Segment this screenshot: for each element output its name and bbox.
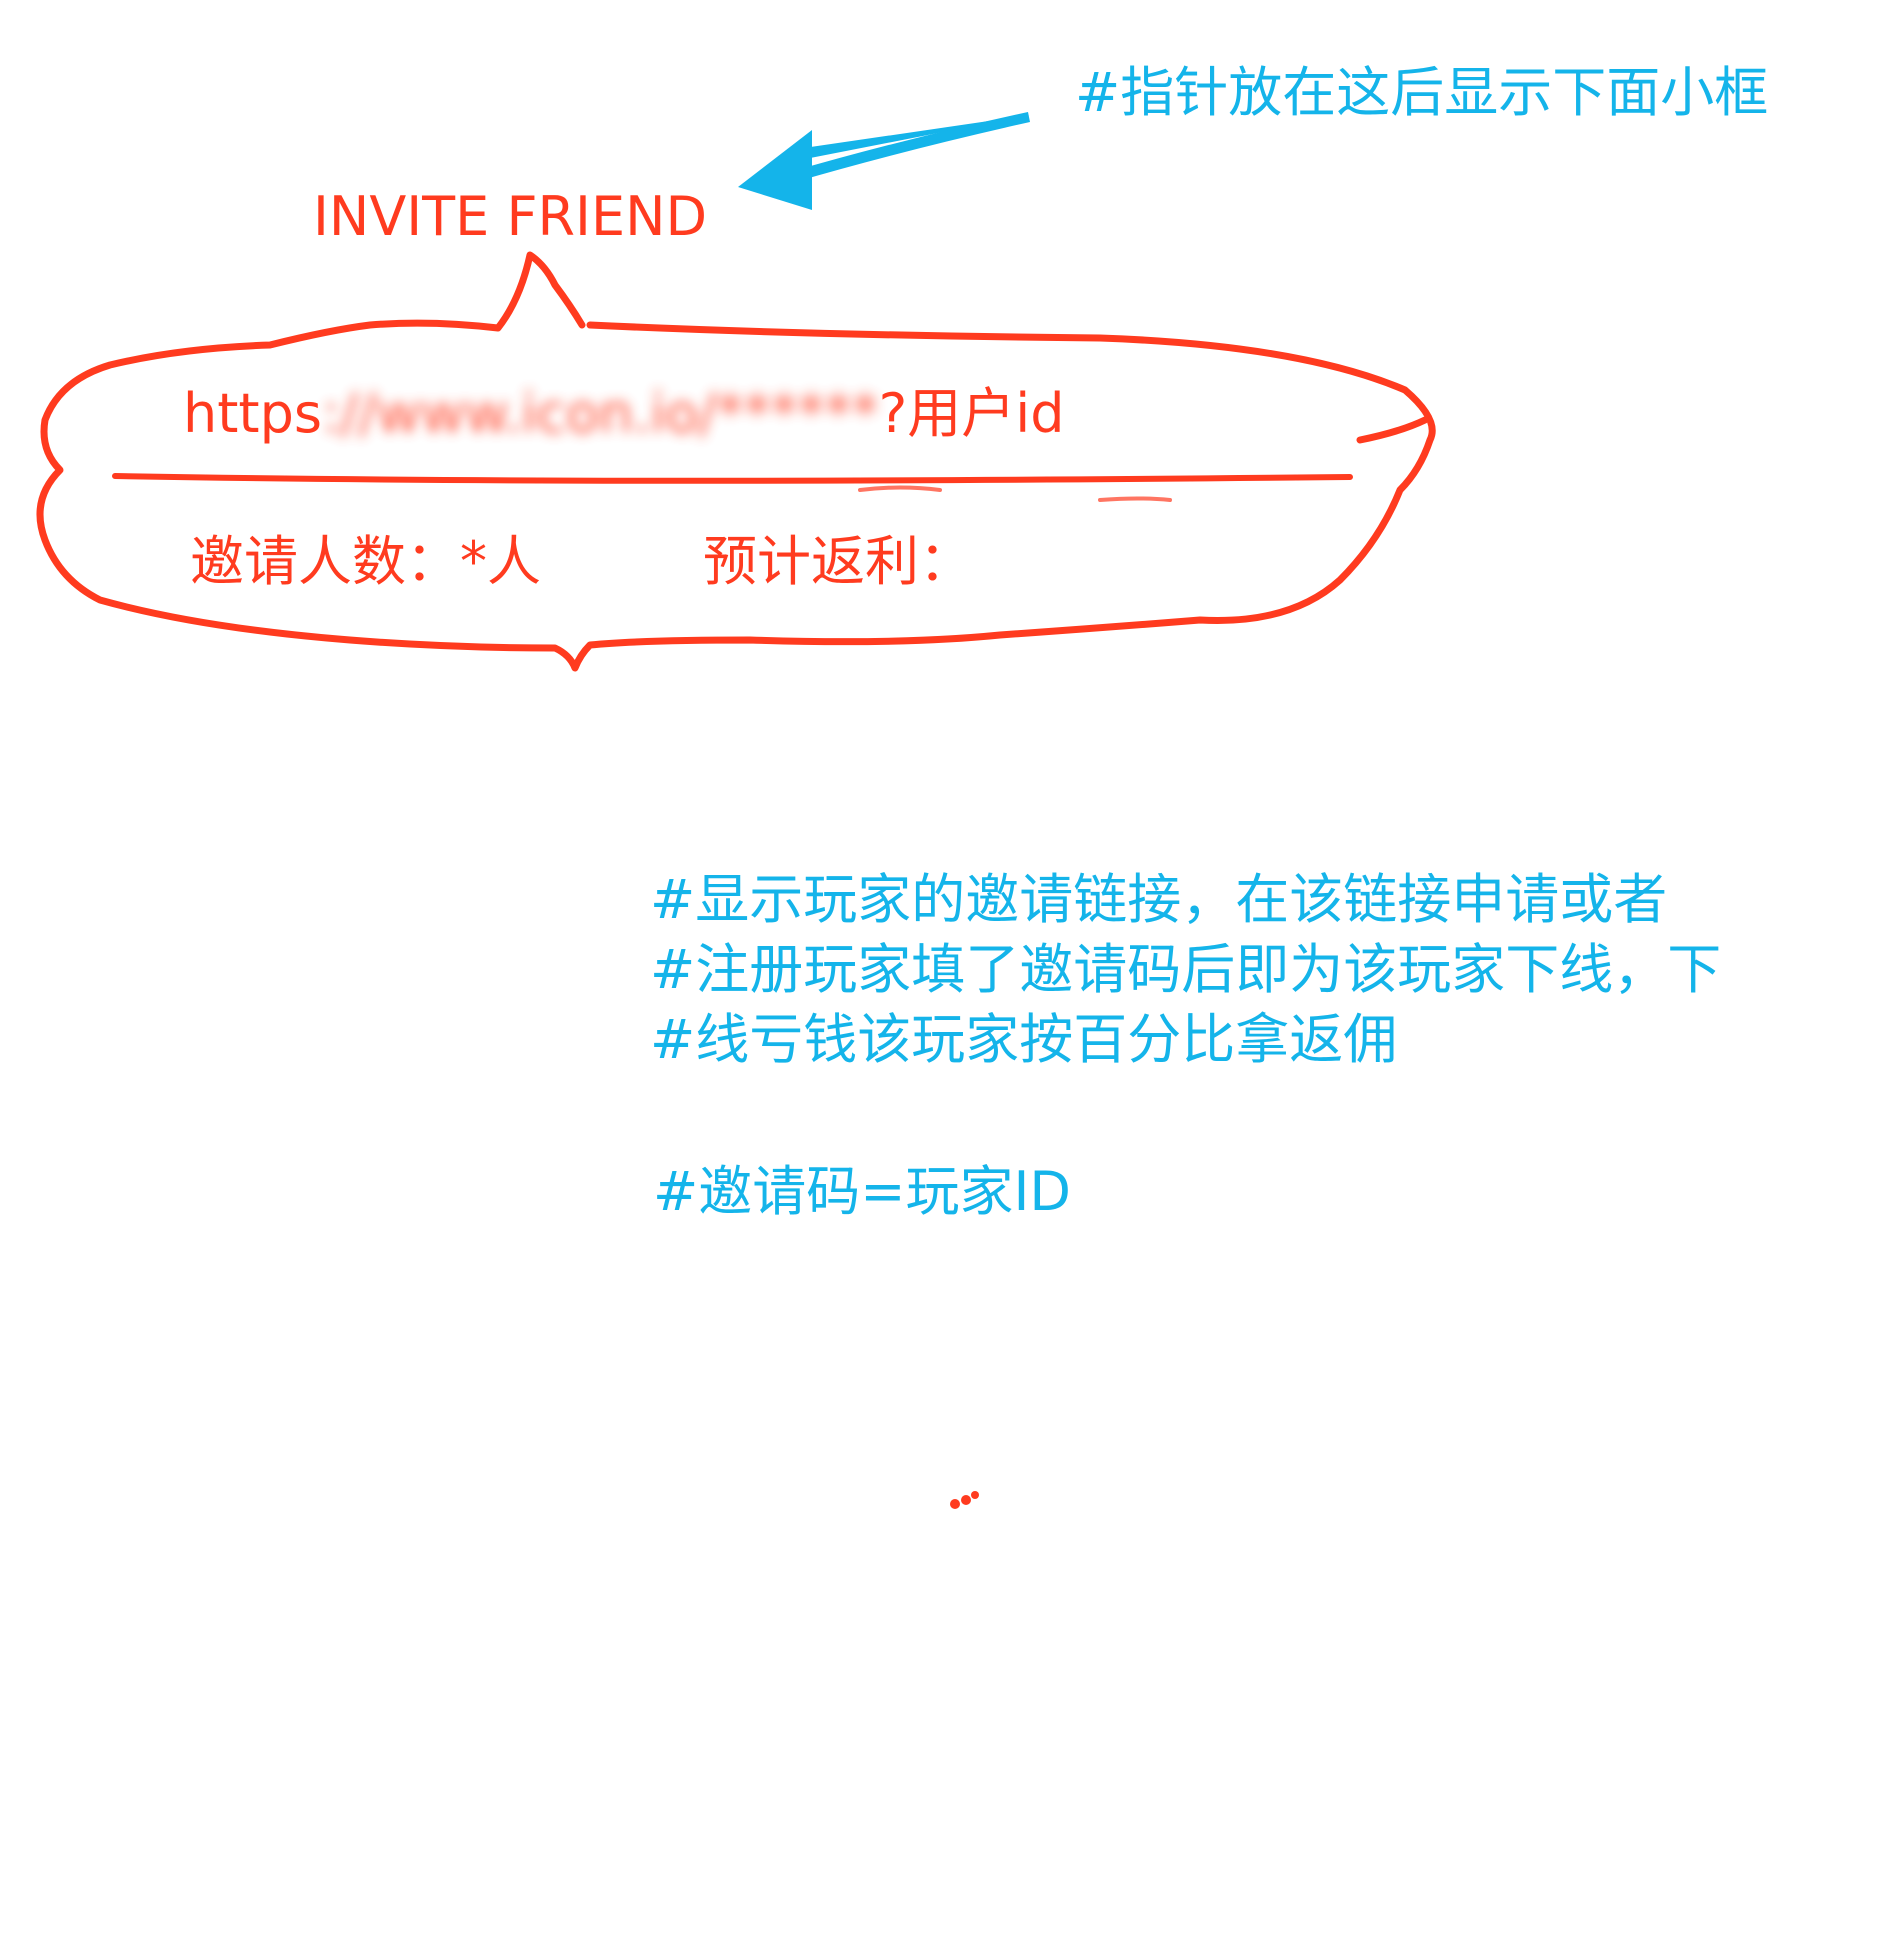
invite-link-redacted: ://www.icon.io/****** — [321, 382, 879, 445]
invite-friend-button[interactable]: INVITE FRIEND — [313, 185, 708, 248]
invite-code-note: #邀请码=玩家ID — [653, 1160, 1071, 1223]
note-line: #注册玩家填了邀请码后即为该玩家下线，下 — [650, 938, 1722, 1001]
popup-divider — [112, 473, 1353, 484]
invite-link[interactable]: https://www.icon.io/******?用户id — [183, 387, 1065, 441]
invite-link-suffix: ?用户id — [878, 382, 1065, 445]
note-line: #线亏钱该玩家按百分比拿返佣 — [650, 1008, 1398, 1071]
note-line: #显示玩家的邀请链接，在该链接申请或者 — [650, 868, 1668, 931]
arrow-left-icon — [738, 112, 1030, 210]
explanation-notes: #显示玩家的邀请链接，在该链接申请或者 #注册玩家填了邀请码后即为该玩家下线，下… — [650, 865, 1721, 1075]
stray-mark — [950, 1491, 979, 1509]
popup-bubble-outline — [36, 251, 1436, 672]
rebate-label: 预计返利： — [703, 530, 973, 593]
sketch-stroke — [858, 485, 1172, 502]
invite-link-prefix: https — [183, 382, 322, 445]
invite-count-label: 邀请人数：*人 — [190, 530, 541, 593]
hover-hint-annotation: #指针放在这后显示下面小框 — [1075, 61, 1769, 124]
